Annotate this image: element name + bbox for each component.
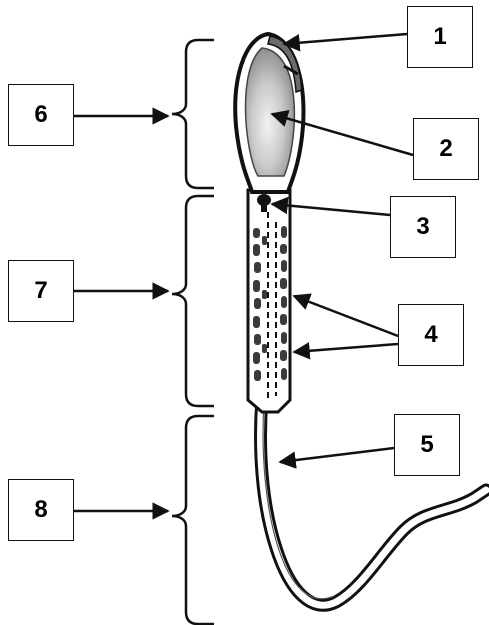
head-bracket [172, 40, 214, 188]
head [235, 34, 303, 192]
label-box-3: 3 [390, 196, 456, 258]
label-2: 2 [439, 135, 452, 163]
arrow-5 [280, 448, 394, 462]
label-box-5: 5 [394, 414, 460, 476]
label-3: 3 [416, 213, 429, 241]
label-1: 1 [433, 23, 446, 51]
label-8: 8 [34, 496, 47, 524]
label-box-8: 8 [8, 479, 74, 541]
arrow-4b [294, 344, 398, 352]
label-5: 5 [420, 431, 433, 459]
label-box-7: 7 [8, 260, 74, 322]
label-box-2: 2 [413, 118, 479, 180]
label-6: 6 [34, 101, 47, 129]
label-7: 7 [34, 277, 47, 305]
label-box-6: 6 [8, 84, 74, 146]
midpiece-bracket [172, 196, 214, 406]
arrow-1 [284, 34, 407, 44]
label-4: 4 [424, 321, 437, 349]
label-box-4: 4 [398, 304, 464, 366]
midpiece [248, 190, 290, 412]
label-box-1: 1 [407, 6, 473, 68]
tail-bracket [172, 416, 214, 624]
arrow-4a [294, 296, 398, 336]
